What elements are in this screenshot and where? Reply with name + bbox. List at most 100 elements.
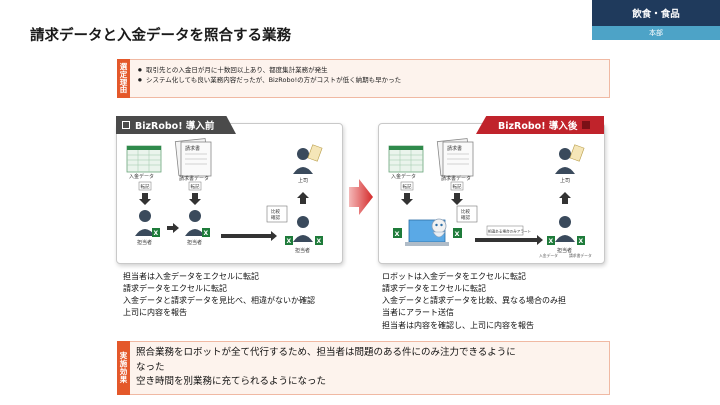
nyukin-small-label: 入金データ xyxy=(539,253,558,258)
description-line: 上司に内容を報告 xyxy=(123,308,187,318)
tenki-label-2: 転記 xyxy=(191,183,200,190)
hikaku-label: 比較 xyxy=(271,208,280,215)
spreadsheet-icon xyxy=(388,145,424,173)
person-icon xyxy=(185,210,205,236)
boss-person-icon xyxy=(555,144,585,174)
after-tag-label: BizRobo! 導入後 xyxy=(498,121,578,132)
down-arrow-icon xyxy=(189,193,201,205)
boss-person-icon xyxy=(293,144,323,174)
description-line: 担当者は入金データをエクセルに転記 xyxy=(123,272,259,281)
excel-icon: X xyxy=(547,236,555,245)
reason-label: 選 定 理 由 xyxy=(117,59,130,98)
effect-text: 照合業務をロボットが全て代行するため、担当者は問題のある件にのみ注力できるように… xyxy=(136,346,516,390)
description-line: 請求データをエクセルに転記 xyxy=(123,284,227,294)
square-icon xyxy=(122,121,130,129)
description-line: 入金データと請求データを比較、異なる場合のみ担 xyxy=(382,296,566,306)
seikyusho-label: 請求書データ xyxy=(179,175,209,182)
effect-label: 実 施 効 果 xyxy=(117,341,130,395)
description-line: ロボットは入金データをエクセルに転記 xyxy=(382,272,526,281)
up-arrow-icon xyxy=(559,192,571,204)
right-arrow-icon xyxy=(475,235,543,245)
description-line: 当者にアラート送信 xyxy=(382,308,454,318)
after-tag: BizRobo! 導入後 xyxy=(476,116,604,134)
effect-label-char: 果 xyxy=(119,374,128,384)
svg-text:X: X xyxy=(204,230,209,237)
effect-box xyxy=(117,341,610,395)
before-workflow-diagram: 入金データ 請求書 請求書データ 転記 転記 X 担当者 X 担当者 xyxy=(126,138,323,254)
svg-text:X: X xyxy=(287,238,292,245)
reason-item: システム化しても良い業務内容だったが、BizRobo!の方がコストが低く納期も早… xyxy=(138,75,401,85)
nyukin-label: 入金データ xyxy=(391,173,416,180)
reason-list: 取引先との入金日が月に十数回以上あり、都度集計業務が発生 システム化しても良い業… xyxy=(138,65,401,85)
excel-icon: X xyxy=(393,228,402,238)
down-arrow-icon xyxy=(139,193,151,205)
tanto-label-2: 担当者 xyxy=(187,239,202,246)
tenki-label-1: 転記 xyxy=(141,183,150,190)
svg-text:X: X xyxy=(455,230,460,238)
down-arrow-icon xyxy=(401,193,413,205)
effect-line: 空き時間を別業務に充てられるようになった xyxy=(136,376,327,388)
invoice-document-icon xyxy=(436,138,474,177)
up-arrow-icon xyxy=(297,192,309,204)
effect-label-char: 効 xyxy=(119,367,128,376)
nyukin-label: 入金データ xyxy=(129,173,154,180)
effect-label-char: 施 xyxy=(119,359,128,369)
tenki-label-1: 転記 xyxy=(403,183,412,190)
reason-label-char: 理 xyxy=(119,77,128,87)
effect-line: 照合業務をロボットが全て代行するため、担当者は問題のある件にのみ注力できるように xyxy=(136,347,516,358)
joshi-label: 上司 xyxy=(560,177,570,184)
effect-label-char: 実 xyxy=(119,351,128,361)
alert-label: 相違ある場合のみアラート xyxy=(488,229,532,234)
before-tag-label: BizRobo! 導入前 xyxy=(135,121,215,132)
svg-text:X: X xyxy=(154,230,159,237)
spreadsheet-icon xyxy=(126,145,162,173)
before-tag: BizRobo! 導入前 xyxy=(116,116,236,134)
before-diagram-panel: 入金データ 請求書 請求書データ 転記 転記 X 担当者 X 担当者 xyxy=(116,123,343,264)
right-arrow-icon xyxy=(221,231,277,241)
tenki-label-2: 転記 xyxy=(453,183,462,190)
kakunin-label: 確認 xyxy=(461,214,470,221)
tanto-label: 担当者 xyxy=(557,247,572,254)
excel-icon: X xyxy=(453,228,462,238)
reason-label-char: 由 xyxy=(119,85,128,95)
department-tag: 本部 xyxy=(592,26,720,40)
excel-icon: X xyxy=(285,236,293,245)
reason-item: 取引先との入金日が月に十数回以上あり、都度集計業務が発生 xyxy=(138,65,401,75)
excel-icon: X xyxy=(202,228,210,237)
down-arrow-icon xyxy=(451,193,463,205)
seikyusho-doc-label: 請求書 xyxy=(185,145,200,152)
description-line: 請求データをエクセルに転記 xyxy=(382,284,486,294)
right-arrow-icon xyxy=(167,223,179,233)
seikyu-small-label: 請求書データ xyxy=(569,253,592,258)
after-diagram-panel: 入金データ 請求書 請求書データ 転記 転記 X X 比較 xyxy=(378,123,605,264)
robot-icon xyxy=(431,218,447,238)
hikaku-label: 比較 xyxy=(461,208,470,215)
effect-line: なった xyxy=(136,361,165,373)
description-line: 担当者は内容を確認し、上司に内容を報告 xyxy=(382,320,534,330)
reason-label-char: 選 xyxy=(119,61,128,71)
seikyusho-label: 請求書データ xyxy=(441,175,471,182)
invoice-document-icon xyxy=(174,138,212,177)
kakunin-label: 確認 xyxy=(271,214,280,221)
square-icon xyxy=(582,121,591,129)
svg-text:X: X xyxy=(579,238,584,245)
description-line: 入金データと請求データを見比べ、相違がないか確認 xyxy=(123,296,315,306)
reason-label-char: 定 xyxy=(119,69,128,79)
person-icon xyxy=(293,216,313,242)
transition-arrow-icon xyxy=(349,179,373,215)
page-title: 請求データと入金データを照合する業務 xyxy=(30,28,291,44)
excel-icon: X xyxy=(152,228,160,237)
excel-icon: X xyxy=(315,236,323,245)
joshi-label: 上司 xyxy=(298,177,308,184)
svg-text:X: X xyxy=(549,238,554,245)
person-icon xyxy=(555,216,575,242)
after-description: ロボットは入金データをエクセルに転記 請求データをエクセルに転記 入金データと請… xyxy=(382,271,566,332)
person-icon xyxy=(135,210,155,236)
seikyusho-doc-label: 請求書 xyxy=(447,145,462,152)
after-workflow-diagram: 入金データ 請求書 請求書データ 転記 転記 X X 比較 xyxy=(388,138,592,258)
before-description: 担当者は入金データをエクセルに転記 請求データをエクセルに転記 入金データと請求… xyxy=(123,271,315,320)
tanto-label-1: 担当者 xyxy=(137,239,152,246)
svg-text:X: X xyxy=(317,238,322,245)
industry-tag: 飲食・食品 xyxy=(592,0,720,26)
svg-text:X: X xyxy=(395,230,400,238)
